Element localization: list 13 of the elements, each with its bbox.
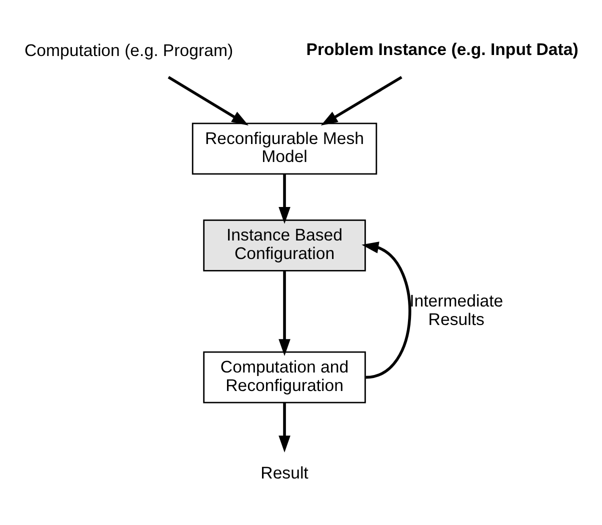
arrow	[168, 76, 249, 126]
node-text: Computation (e.g. Program)	[24, 40, 234, 60]
arrow	[278, 402, 290, 452]
node-box: Instance Based Configuration	[203, 219, 366, 271]
node-box: Computation and Reconfiguration	[203, 350, 366, 403]
edge-label: Intermediate Results	[410, 291, 504, 328]
node-text: Result	[260, 462, 308, 482]
arrow	[362, 241, 412, 378]
arrow	[278, 270, 290, 356]
node-text: Problem Instance (e.g. Input Data)	[306, 39, 578, 58]
arrow	[278, 174, 290, 224]
node-box: Reconfigurable Mesh Model	[192, 122, 378, 174]
arrow	[320, 76, 402, 126]
